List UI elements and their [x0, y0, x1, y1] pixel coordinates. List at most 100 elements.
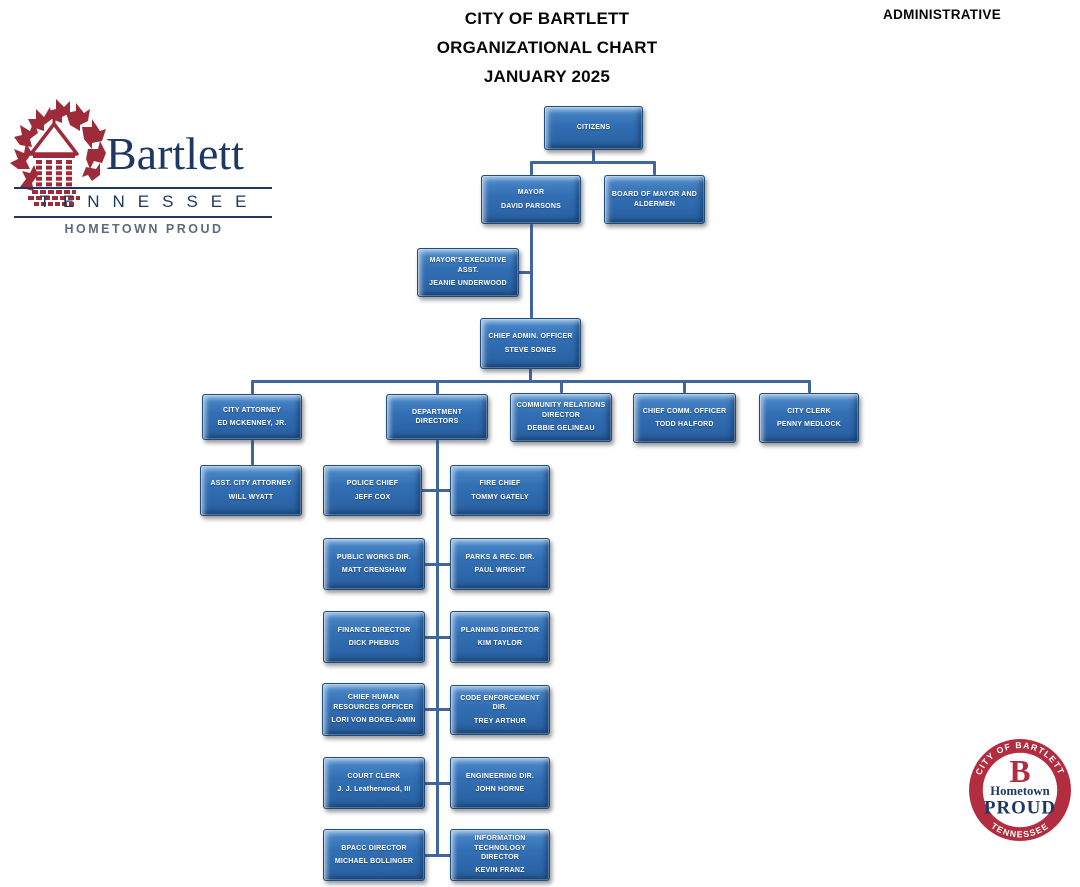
org-node-person: ED MCKENNEY, JR.: [217, 420, 287, 427]
connector-line: [559, 381, 563, 393]
connector-line: [423, 562, 452, 566]
logo-tagline: HOMETOWN PROUD: [64, 222, 224, 236]
org-node-bpacc: BPACC DIRECTOR MICHAEL BOLLINGER: [323, 829, 425, 881]
connector-line: [807, 381, 811, 393]
chart-title-line1: CITY OF BARTLETT: [464, 9, 630, 28]
org-node-police: POLICE CHIEF JEFF COX: [323, 465, 422, 516]
connector-line: [683, 381, 686, 393]
gazebo-leaves-icon: [10, 99, 106, 206]
org-node-court: COURT CLERK J. J. Leatherwood, III: [323, 757, 425, 809]
connector-line: [423, 781, 452, 785]
org-node-planning: PLANNING DIRECTOR KIM TAYLOR: [450, 611, 550, 663]
connector-line: [435, 440, 439, 855]
org-node-person: KEVIN FRANZ: [475, 867, 525, 875]
connector-line: [250, 440, 254, 465]
logo-state-label: TENNESSEE: [14, 187, 272, 218]
org-node-title: ENGINEERING DIR.: [465, 772, 535, 780]
connector-line: [592, 150, 595, 162]
org-node-person: STEVE SONES: [504, 346, 557, 354]
org-node-title: COURT CLERK: [347, 772, 401, 780]
connector-line: [250, 379, 811, 383]
chart-title: CITY OF BARTLETT ORGANIZATIONAL CHART JA…: [307, 4, 787, 91]
org-node-title: COMMUNITY RELATIONS DIRECTOR: [516, 402, 606, 419]
org-node-person: JEFF COX: [354, 493, 391, 501]
org-node-city_clerk: CITY CLERK PENNY MEDLOCK: [759, 393, 859, 443]
org-node-comm_relations: COMMUNITY RELATIONS DIRECTOR DEBBIE GELIN…: [510, 393, 612, 442]
org-node-citizens: CITIZENS: [544, 106, 643, 150]
chart-title-line2: ORGANIZATIONAL CHART: [436, 38, 658, 57]
org-node-city_attorney: CITY ATTORNEY ED MCKENNEY, JR.: [202, 394, 302, 440]
org-node-person: MATT CRENSHAW: [341, 567, 407, 574]
connector-line: [529, 369, 532, 381]
org-node-public_works: PUBLIC WORKS DIR. MATT CRENSHAW: [323, 538, 425, 590]
org-node-person: TREY ARTHUR: [474, 717, 526, 725]
connector-line: [517, 271, 533, 274]
org-node-title: FIRE CHIEF: [479, 480, 521, 488]
hometown-proud-badge-icon: CITY OF BARTLETT TENNESSEE B Hometown PR…: [969, 739, 1071, 841]
org-node-person: J. J. Leatherwood, III: [337, 786, 411, 793]
org-node-person: DAVID PARSONS: [501, 202, 561, 210]
connector-line: [529, 162, 533, 175]
org-node-person: JOHN HORNE: [475, 786, 525, 793]
badge-letter-b: B: [1009, 754, 1030, 789]
org-node-board: BOARD OF MAYOR AND ALDERMEN: [604, 175, 705, 224]
org-node-title: BPACC DIRECTOR: [341, 844, 407, 852]
connector-line: [423, 853, 452, 857]
connector-line: [423, 635, 452, 639]
org-node-title: BOARD OF MAYOR AND ALDERMEN: [611, 191, 698, 208]
org-node-title: CHIEF ADMIN. OFFICER: [488, 333, 573, 341]
logo-wordmark: Bartlett: [106, 128, 244, 179]
org-node-title: CODE ENFORCEMENT DIR.: [460, 694, 540, 712]
org-node-person: KIM TAYLOR: [477, 640, 523, 647]
org-node-parks: PARKS & REC. DIR. PAUL WRIGHT: [450, 538, 550, 590]
org-node-title: ASST. CITY ATTORNEY: [210, 480, 292, 488]
org-node-person: MICHAEL BOLLINGER: [334, 858, 414, 865]
org-node-title: CITY ATTORNEY: [223, 406, 281, 414]
org-node-title: MAYOR: [517, 189, 545, 197]
org-node-title: INFORMATION TECHNOLOGY DIRECTOR: [474, 835, 526, 861]
org-node-mayor: MAYOR DAVID PARSONS: [481, 175, 581, 224]
connector-line: [420, 489, 452, 492]
org-node-title: CITY CLERK: [787, 407, 831, 415]
org-node-person: LORI VON BOKEL-AMIN: [331, 717, 416, 725]
org-node-asst_attorney: ASST. CITY ATTORNEY WILL WYATT: [200, 465, 302, 516]
bartlett-logo: Bartlett TENNESSEE HOMETOWN PROUD: [4, 95, 286, 240]
connector-line: [250, 381, 254, 394]
org-node-comm_officer: CHIEF COMM. OFFICER TODD HALFORD: [633, 393, 736, 443]
org-node-engineering: ENGINEERING DIR. JOHN HORNE: [450, 757, 550, 809]
org-node-person: DICK PHEBUS: [348, 640, 400, 647]
org-node-exec_asst: MAYOR'S EXECUTIVE ASST. JEANIE UNDERWOOD: [417, 248, 519, 297]
connector-line: [423, 708, 452, 711]
org-node-title: FINANCE DIRECTOR: [337, 626, 411, 634]
org-node-title: CHIEF COMM. OFFICER: [642, 407, 727, 415]
administrative-label: ADMINISTRATIVE: [883, 7, 1001, 22]
org-node-title: DEPARTMENT DIRECTORS: [411, 408, 463, 425]
org-node-cao: CHIEF ADMIN. OFFICER STEVE SONES: [480, 318, 581, 369]
org-node-dept_directors: DEPARTMENT DIRECTORS: [386, 394, 488, 440]
org-node-person: JEANIE UNDERWOOD: [429, 280, 507, 288]
connector-line: [435, 381, 439, 394]
org-node-title: PUBLIC WORKS DIR.: [336, 553, 412, 561]
badge-proud-text: PROUD: [984, 797, 1056, 818]
org-node-fire: FIRE CHIEF TOMMY GATELY: [450, 465, 550, 516]
org-node-person: PAUL WRIGHT: [474, 567, 526, 574]
org-node-it: INFORMATION TECHNOLOGY DIRECTOR KEVIN FRA…: [450, 829, 550, 881]
org-node-person: DEBBIE GELINEAU: [527, 425, 595, 433]
org-node-finance: FINANCE DIRECTOR DICK PHEBUS: [323, 611, 425, 663]
org-node-title: CITIZENS: [576, 124, 611, 132]
org-node-code: CODE ENFORCEMENT DIR. TREY ARTHUR: [450, 685, 550, 735]
badge-hometown-text: Hometown: [990, 784, 1049, 798]
org-node-person: WILL WYATT: [228, 493, 274, 501]
org-node-title: PLANNING DIRECTOR: [460, 626, 540, 634]
org-node-title: PARKS & REC. DIR.: [465, 553, 535, 561]
connector-line: [653, 162, 656, 175]
org-node-title: MAYOR'S EXECUTIVE ASST.: [429, 257, 507, 274]
chart-title-line3: JANUARY 2025: [483, 67, 611, 86]
org-node-person: TOMMY GATELY: [471, 493, 529, 501]
org-node-title: POLICE CHIEF: [346, 480, 399, 488]
org-node-person: TODD HALFORD: [655, 421, 714, 428]
org-node-person: PENNY MEDLOCK: [777, 421, 841, 428]
